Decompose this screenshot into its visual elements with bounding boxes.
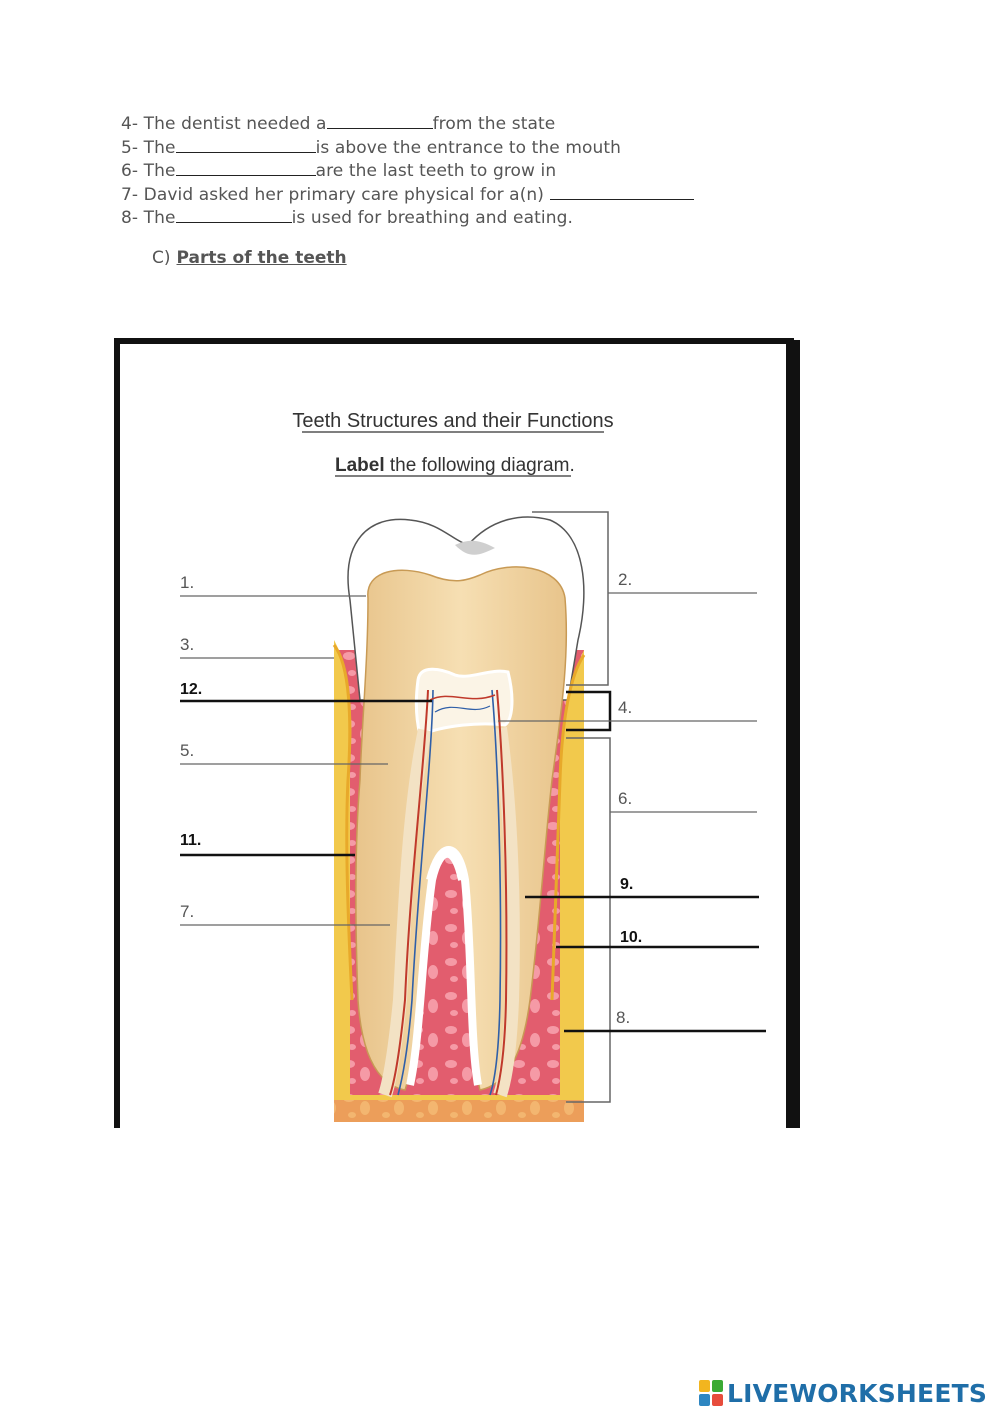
sentence-7: 7- David asked her primary care physical… xyxy=(121,183,694,207)
label-lines xyxy=(180,592,766,1033)
instruction-bold: Label xyxy=(335,455,385,476)
diagram-border xyxy=(114,338,800,1128)
sentence-text: 4- The dentist needed a xyxy=(121,114,327,134)
label-6: 6. xyxy=(618,789,632,808)
sentence-text: from the state xyxy=(432,114,556,134)
label-7: 7. xyxy=(180,902,194,921)
sentence-text: is above the entrance to the mouth xyxy=(315,137,622,158)
brand-footer: LIVEWORKSHEETS xyxy=(699,1377,987,1409)
label-12: 12. xyxy=(180,681,202,698)
label-5: 5. xyxy=(180,741,194,760)
diagram-title: Teeth Structures and their Functions xyxy=(292,410,613,432)
sentence-text: 5- The xyxy=(121,137,176,158)
sentence-4: 4- The dentist needed a from the state xyxy=(121,112,694,136)
label-10: 10. xyxy=(620,929,642,946)
sentence-text: 8- The xyxy=(121,208,176,228)
liveworksheets-logo-icon xyxy=(699,1380,723,1406)
sentence-text: is used for breathing and eating. xyxy=(291,208,573,228)
label-8: 8. xyxy=(616,1008,630,1027)
section-title: Parts of the teeth xyxy=(176,248,347,268)
label-3: 3. xyxy=(180,635,194,654)
sentence-8: 8- The is used for breathing and eating. xyxy=(121,206,694,230)
sentence-text: 7- David asked her primary care physical… xyxy=(121,184,550,205)
answer-blank[interactable] xyxy=(175,159,316,176)
brand-text: LIVEWORKSHEETS xyxy=(727,1378,988,1408)
sentence-text: are the last teeth to grow in xyxy=(315,161,557,181)
section-marker: C) xyxy=(152,248,171,268)
label-11: 11. xyxy=(180,832,201,849)
answer-blank[interactable] xyxy=(175,136,316,153)
answer-blank[interactable] xyxy=(326,112,433,129)
section-heading: C)Parts of the teeth xyxy=(152,248,347,268)
diagram-instruction: Label the following diagram. xyxy=(335,455,575,476)
answer-blank[interactable] xyxy=(175,206,292,223)
tooth xyxy=(332,516,586,1098)
label-4: 4. xyxy=(618,698,632,717)
instruction-rest: the following diagram. xyxy=(385,455,575,476)
diagram-labels: 1. 2. 3. 4. 5. 6. 7. 8. 9. 10. 11. 12. xyxy=(180,570,642,1027)
label-9: 9. xyxy=(620,876,633,893)
sentence-6: 6- The are the last teeth to grow in xyxy=(121,159,694,183)
label-2: 2. xyxy=(618,570,632,589)
fill-in-sentences: 4- The dentist needed a from the state 5-… xyxy=(121,112,694,230)
brackets xyxy=(532,511,612,1103)
label-1: 1. xyxy=(180,573,194,592)
answer-blank[interactable] xyxy=(549,183,694,200)
sentence-text: 6- The xyxy=(121,161,176,181)
sentence-5: 5- The is above the entrance to the mouth xyxy=(121,136,694,160)
